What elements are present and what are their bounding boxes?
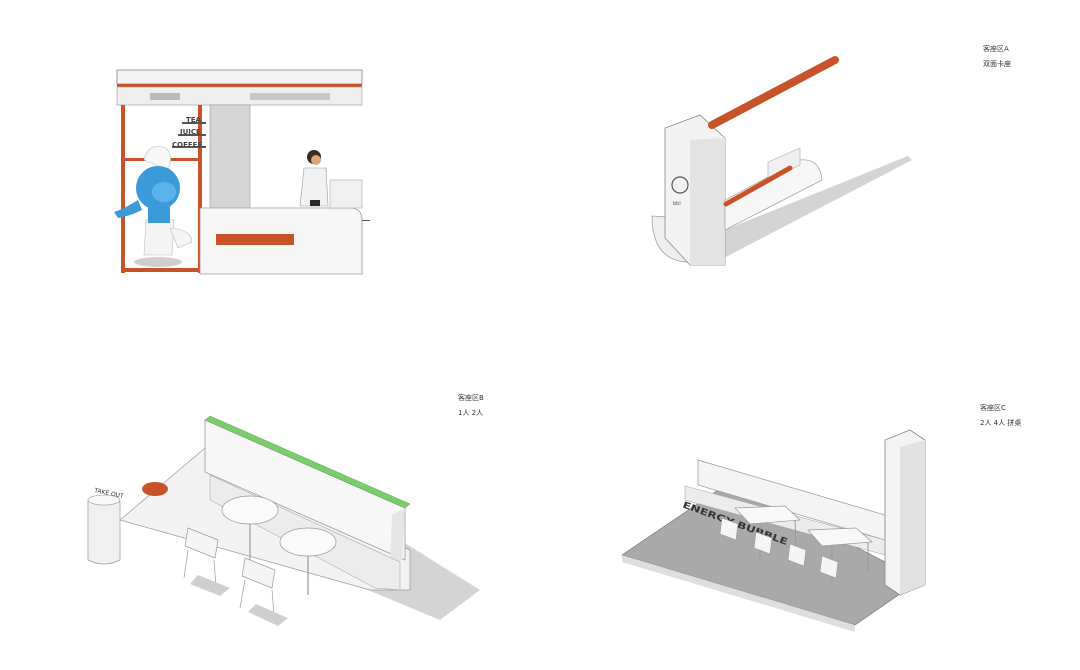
menu-bar-3	[172, 146, 206, 148]
sign-text-right	[250, 93, 330, 100]
frame-post-right	[198, 105, 202, 273]
staff-shirt	[299, 167, 329, 207]
orange-side-table	[142, 482, 168, 496]
zone-c-panel: ENERGY BUBBLE 客座区C 2人 4人 拼桌	[610, 400, 1050, 640]
menu-bar-2	[178, 134, 206, 136]
zone-a-subtitle: 双面卡座	[983, 60, 1011, 69]
menu-juice: JUICE	[179, 128, 201, 136]
zone-a-drawing: bbl	[651, 56, 912, 266]
communal-table-2	[807, 527, 873, 547]
menu-bar-1	[182, 122, 206, 124]
canopy-top	[116, 69, 363, 85]
green-strip	[204, 415, 411, 509]
booth-seat	[724, 159, 823, 231]
back-wall	[209, 104, 251, 216]
seat-rod	[723, 165, 793, 207]
mascot-base	[134, 257, 182, 267]
counter-edge-line	[362, 220, 370, 221]
menu-coffee: COFFEE	[172, 141, 202, 149]
zone-b-subtitle: 1人 2人	[458, 409, 484, 418]
zone-a-title: 客座区A	[983, 45, 1009, 53]
chair-1	[183, 527, 219, 587]
sign-logo-left	[150, 93, 180, 100]
zone-c-title: 客座区C	[980, 404, 1006, 412]
zone-b-panel: TAKE OUT 客座区B 1人 2人	[80, 390, 500, 640]
booth-shadow	[700, 156, 912, 260]
zone-a-panel: bbl 客座区A 双面卡座	[640, 40, 1011, 275]
stools	[719, 517, 839, 579]
canopy-stripe	[117, 84, 362, 87]
round-table-1	[221, 495, 279, 525]
communal-table-1	[734, 505, 801, 525]
mascot-arm	[114, 200, 142, 218]
zone-b-title: 客座区B	[458, 394, 484, 402]
booth-backrest	[767, 147, 801, 181]
zone-b-drawing: TAKE OUT	[87, 415, 480, 626]
frame-post-left	[121, 105, 125, 273]
zone-c-caption: 客座区C 2人 4人 拼桌	[980, 404, 1021, 429]
booth-logo-mark: bbl	[673, 201, 681, 207]
zone-c-subtitle: 2人 4人 拼桌	[980, 419, 1022, 428]
menu-tea: TEA	[186, 116, 202, 124]
counter-elevation-panel: TEA JUICE COFFEE	[100, 60, 380, 280]
zone-a-caption: 客座区A 双面卡座	[983, 45, 1011, 70]
chair-2	[239, 557, 276, 617]
round-table-2	[279, 527, 337, 557]
counter-orange-panel	[216, 234, 294, 245]
counter-drawing: TEA JUICE COFFEE	[114, 69, 370, 275]
overhead-rod	[708, 56, 839, 129]
zone-b-caption: 客座区B 1人 2人	[458, 394, 484, 419]
mascot-hat	[143, 146, 171, 171]
frame-bar-bottom	[121, 268, 202, 272]
cash-register	[329, 179, 363, 209]
takeout-kiosk	[87, 499, 121, 565]
booth-logo-icon	[671, 176, 689, 194]
zone-c-drawing: ENERGY BUBBLE	[621, 429, 926, 632]
mascot-figure	[114, 146, 193, 267]
